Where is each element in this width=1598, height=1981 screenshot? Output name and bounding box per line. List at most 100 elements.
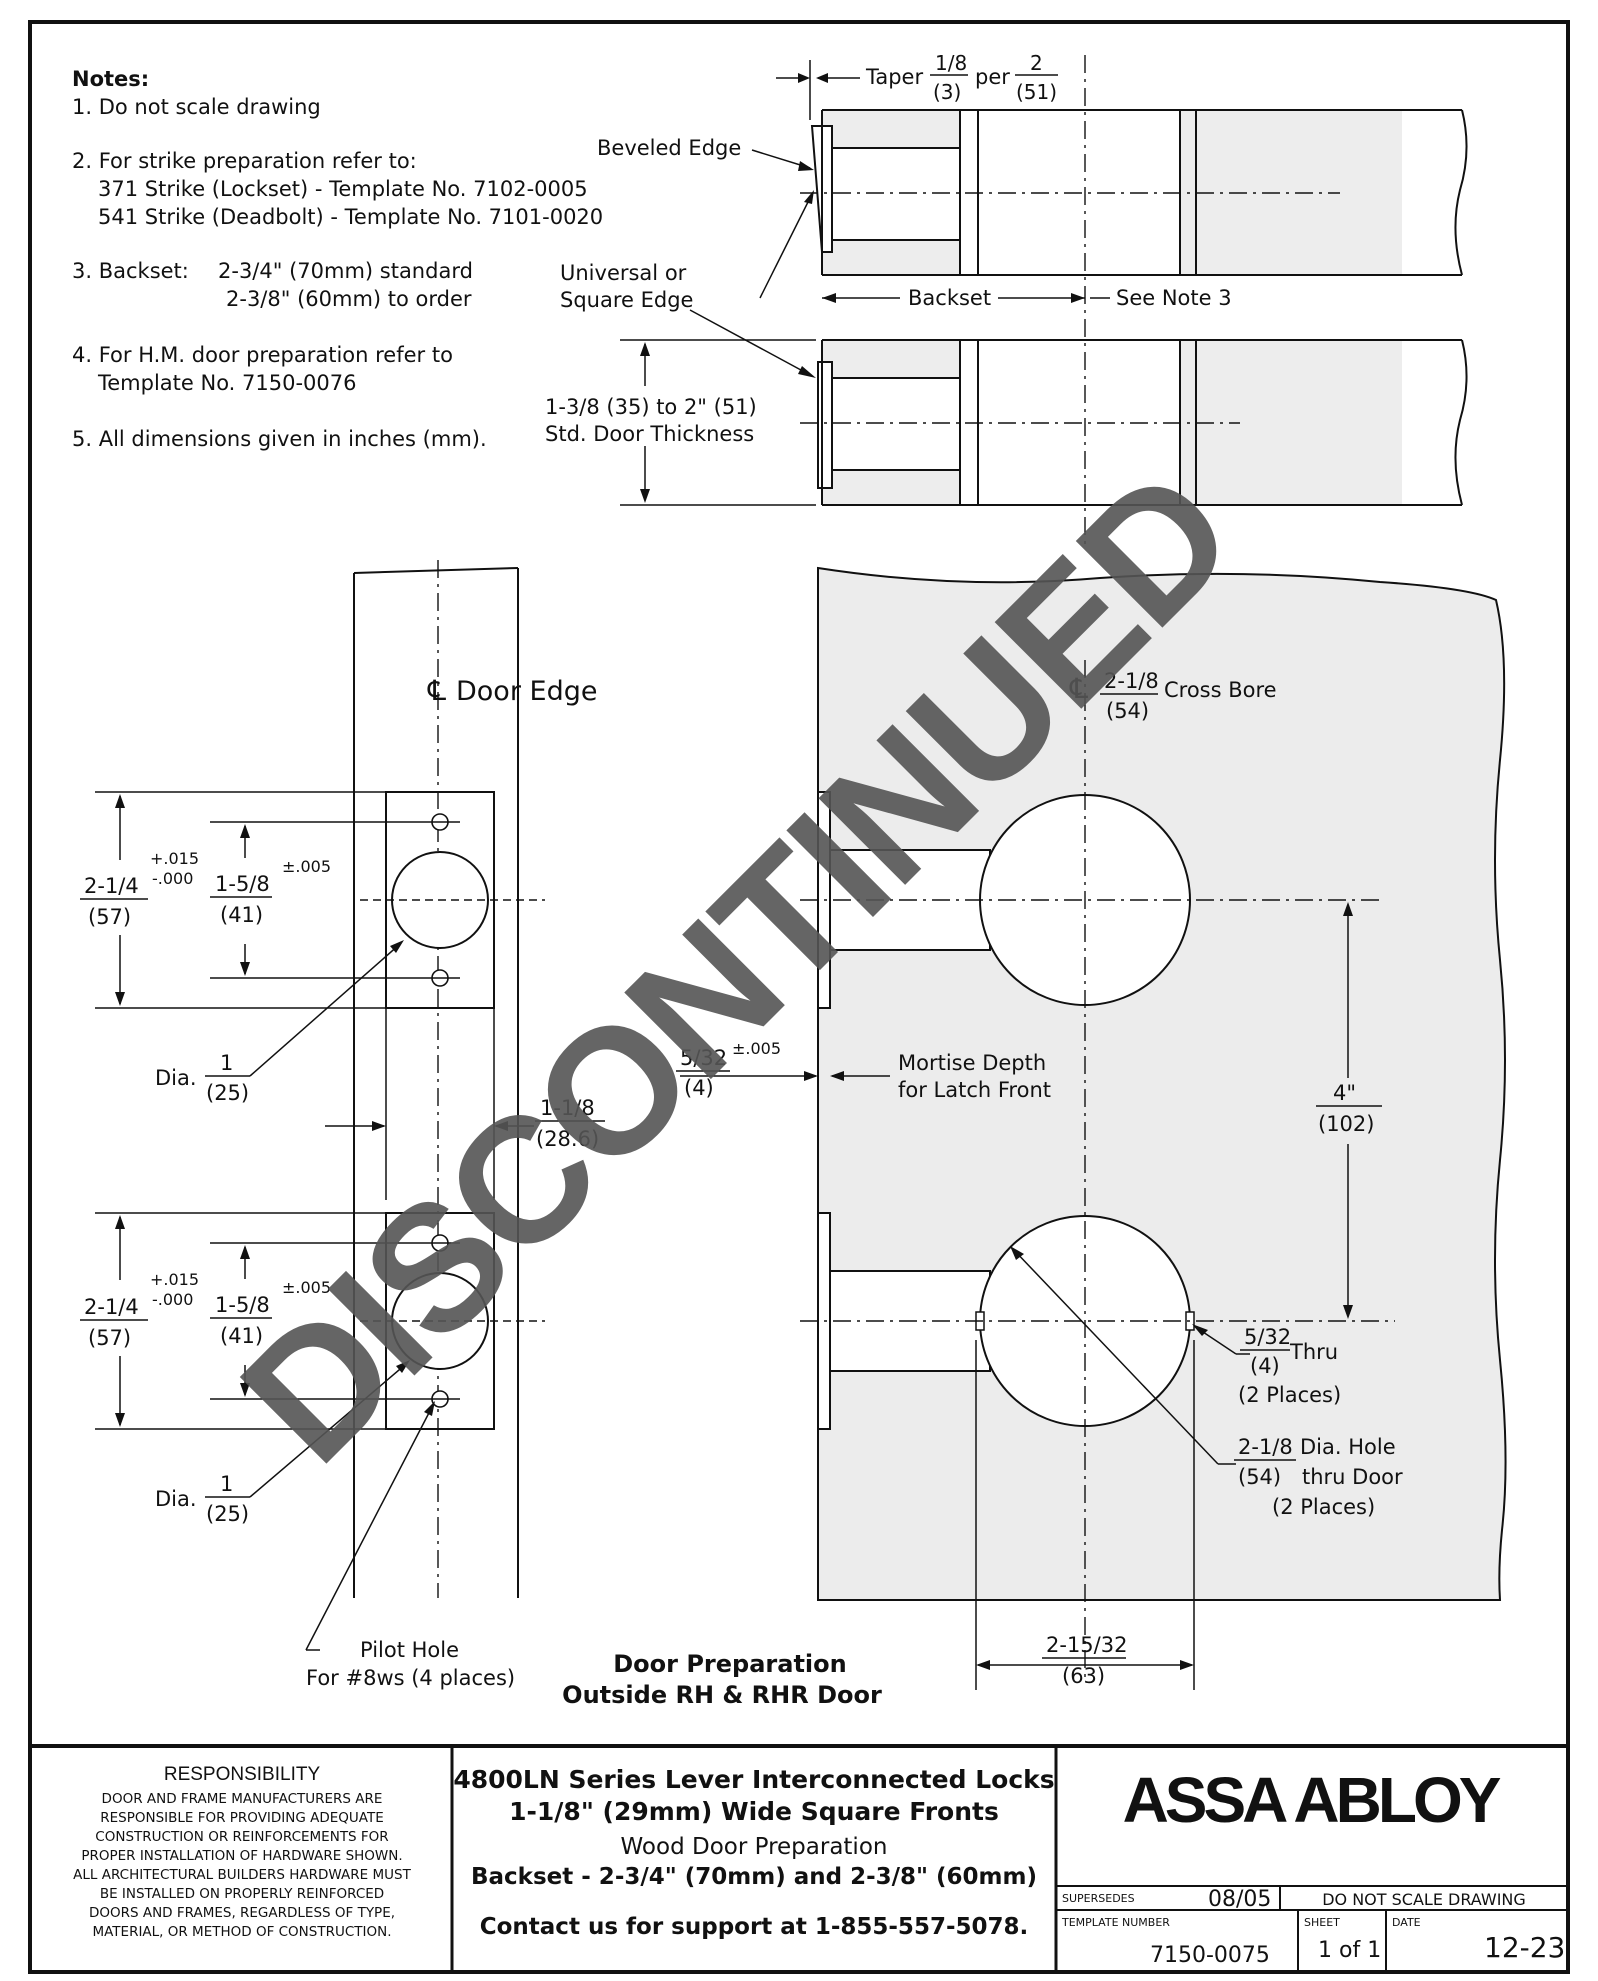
universal-edge-label-1: Universal or (560, 261, 687, 285)
caption-line-1: Door Preparation (613, 1650, 846, 1678)
date-label: DATE (1392, 1916, 1421, 1929)
width-dim-num: 1-1/8 (540, 1096, 595, 1120)
bottom-outer-dim-num: 2-1/4 (84, 1295, 139, 1319)
backset-label: Backset (908, 286, 991, 310)
pilot-hole-label-2: For #8ws (4 places) (306, 1666, 515, 1690)
bottom-inner-dim-den: (41) (220, 1324, 263, 1348)
responsibility-line-3: CONSTRUCTION OR REINFORCEMENTS FOR (95, 1829, 388, 1845)
bottom-mortise (95, 1212, 545, 1430)
top-outer-dim-num: 2-1/4 (84, 874, 139, 898)
hole-label: Dia. Hole (1300, 1435, 1396, 1459)
thru-den: (4) (1250, 1354, 1280, 1378)
template-number-value: 7150-0075 (1150, 1943, 1270, 1968)
note-4: 4. For H.M. door preparation refer to (72, 343, 453, 367)
hole-thru: thru Door (1302, 1465, 1403, 1489)
supersedes-value: 08/05 (1208, 1887, 1271, 1912)
responsibility-line-1: DOOR AND FRAME MANUFACTURERS ARE (102, 1791, 383, 1807)
crossbore-label: Cross Bore (1164, 678, 1277, 702)
responsibility-line-6: BE INSTALLED ON PROPERLY REINFORCED (100, 1886, 384, 1902)
note-4a: Template No. 7150-0076 (97, 371, 357, 395)
spacing-den: (102) (1318, 1112, 1374, 1136)
door-edge-label: Door Edge (456, 676, 597, 707)
responsibility-line-5: ALL ARCHITECTURAL BUILDERS HARDWARE MUST (73, 1867, 411, 1883)
top-inner-dim-num: 1-5/8 (215, 872, 270, 896)
template-number-label: TEMPLATE NUMBER (1061, 1916, 1170, 1929)
edge-views: Taper 1/8 (3) per 2 (51) Beveled Edge Un… (545, 51, 1468, 550)
thickness-label-1: 1-3/8 (35) to 2" (51) (545, 395, 757, 419)
top-dia-label: Dia. (155, 1066, 197, 1090)
mortise-num: 5/32 (680, 1046, 727, 1070)
top-tol-pm: ±.005 (282, 857, 331, 876)
notes-heading: Notes: (72, 67, 149, 91)
responsibility-panel: RESPONSIBILITY DOOR AND FRAME MANUFACTUR… (73, 1764, 411, 1940)
mortise-tol: ±.005 (732, 1039, 781, 1058)
hole-den: (54) (1238, 1465, 1281, 1489)
note-3a: 2-3/4" (70mm) standard (218, 259, 473, 283)
thickness-label-2: Std. Door Thickness (545, 422, 754, 446)
note-3: 3. Backset: (72, 259, 189, 283)
top-dia-den: (25) (206, 1081, 249, 1105)
taper-per: per (975, 65, 1010, 89)
bottom-inner-dim-num: 1-5/8 (215, 1293, 270, 1317)
door-face-detail: ℄ 2-1/8 (54) Cross Bore 5/32 ±.005 (4) M… (676, 566, 1507, 1690)
beveled-door-section (800, 109, 1468, 276)
bottom-tol-minus: -.000 (152, 1290, 193, 1309)
sheet-label: SHEET (1304, 1916, 1340, 1929)
top-inner-dim-den: (41) (220, 903, 263, 927)
title-block: RESPONSIBILITY DOOR AND FRAME MANUFACTUR… (73, 1746, 1568, 1972)
sheet-border (28, 20, 1570, 1974)
see-note-label: See Note 3 (1116, 286, 1232, 310)
responsibility-line-2: RESPONSIBLE FOR PROVIDING ADEQUATE (100, 1810, 384, 1826)
taper-den-2: (51) (1016, 80, 1057, 104)
thru-places: (2 Places) (1238, 1383, 1341, 1407)
top-tol-plus: +.015 (150, 849, 199, 868)
top-outer-dim-den: (57) (88, 905, 131, 929)
bottom-dia-label: Dia. (155, 1487, 197, 1511)
universal-edge-label-2: Square Edge (560, 288, 693, 312)
crossbore-cl-symbol: ℄ (1069, 672, 1088, 705)
sheet-value: 1 of 1 (1318, 1938, 1381, 1963)
responsibility-line-4: PROPER INSTALLATION OF HARDWARE SHOWN. (81, 1848, 402, 1864)
contact-line: Contact us for support at 1-855-557-5078… (480, 1914, 1029, 1940)
bottom-dim-den: (63) (1062, 1664, 1105, 1688)
taper-num-1: 1/8 (935, 51, 967, 75)
taper-den-1: (3) (933, 80, 961, 104)
title-line-1: 4800LN Series Lever Interconnected Locks (453, 1765, 1054, 1794)
bottom-dia-den: (25) (206, 1502, 249, 1526)
bottom-dia-num: 1 (220, 1472, 233, 1496)
responsibility-heading: RESPONSIBILITY (164, 1764, 321, 1785)
thru-label: Thru (1289, 1340, 1338, 1364)
note-2b: 541 Strike (Deadbolt) - Template No. 710… (98, 205, 603, 229)
mortise-den: (4) (684, 1076, 714, 1100)
door-edge-detail: ℄ Door Edge 2-1/4 (57) +.015 -.000 1 (80, 560, 605, 1690)
do-not-scale-label: DO NOT SCALE DRAWING (1322, 1890, 1526, 1909)
note-5: 5. All dimensions given in inches (mm). (72, 427, 487, 451)
taper-num-2: 2 (1030, 51, 1043, 75)
note-1: 1. Do not scale drawing (72, 95, 321, 119)
hole-places: (2 Places) (1272, 1495, 1375, 1519)
bottom-dim-num: 2-15/32 (1046, 1633, 1127, 1657)
top-mortise (95, 791, 545, 1009)
responsibility-line-7: DOORS AND FRAMES, REGARDLESS OF TYPE, (89, 1905, 395, 1921)
mortise-label-2: for Latch Front (898, 1078, 1051, 1102)
note-3b: 2-3/8" (60mm) to order (226, 287, 472, 311)
brand-panel: ASSA ABLOY SUPERSEDES 08/05 DO NOT SCALE… (1056, 1764, 1568, 1972)
door-edge-cl-symbol: ℄ (427, 674, 446, 707)
top-dia-num: 1 (220, 1051, 233, 1075)
bottom-tol-pm: ±.005 (282, 1278, 331, 1297)
mortise-label-1: Mortise Depth (898, 1051, 1046, 1075)
supersedes-label: SUPERSEDES (1062, 1892, 1135, 1905)
spacing-num: 4" (1333, 1081, 1356, 1105)
square-door-section (800, 339, 1468, 506)
taper-label: Taper (865, 65, 923, 89)
caption-line-2: Outside RH & RHR Door (562, 1681, 882, 1709)
crossbore-num: 2-1/8 (1104, 669, 1159, 693)
note-2a: 371 Strike (Lockset) - Template No. 7102… (98, 177, 588, 201)
width-dim-den: (28.6) (536, 1127, 599, 1151)
title-line-4: Backset - 2-3/4" (70mm) and 2-3/8" (60mm… (471, 1864, 1037, 1890)
responsibility-line-8: MATERIAL, OR METHOD OF CONSTRUCTION. (92, 1924, 391, 1940)
crossbore-den: (54) (1106, 699, 1149, 723)
brand-logo: ASSA ABLOY (1123, 1764, 1501, 1836)
title-panel: 4800LN Series Lever Interconnected Locks… (453, 1765, 1054, 1940)
